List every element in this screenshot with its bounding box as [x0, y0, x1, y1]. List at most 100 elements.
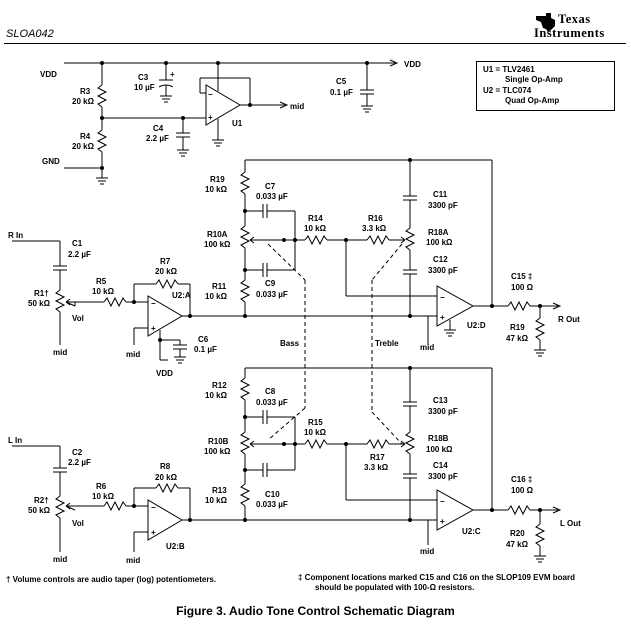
label-vdd-bottom: VDD: [156, 369, 173, 378]
label-c2-val: 2.2 µF: [68, 458, 91, 467]
footnote-c15-c16-line2: should be populated with 100-Ω resistors…: [315, 583, 475, 592]
label-vol-l: Vol: [72, 519, 84, 528]
label-c8: C8: [265, 387, 276, 396]
label-r4: R4: [80, 132, 91, 141]
label-u2d-plus: +: [440, 313, 445, 322]
label-vdd-left: VDD: [40, 70, 57, 79]
label-r8-val: 20 kΩ: [155, 473, 178, 482]
label-r5: R5: [96, 277, 107, 286]
label-r6: R6: [96, 482, 107, 491]
label-r14: R14: [308, 214, 323, 223]
label-r2-val: 50 kΩ: [28, 506, 51, 515]
label-r8: R8: [160, 462, 171, 471]
label-r11-val: 10 kΩ: [205, 292, 228, 301]
power-section: [64, 59, 399, 185]
label-r7: R7: [160, 257, 171, 266]
schematic-labels: VDD VDD GND R3 20 kΩ R4 20 kΩ C3 10 µF +…: [8, 60, 581, 565]
label-r19b-val: 47 kΩ: [506, 334, 529, 343]
label-u2b: U2:B: [166, 542, 185, 551]
label-c12-val: 3300 pF: [428, 266, 458, 275]
label-r-in: R In: [8, 231, 23, 240]
label-r11: R11: [212, 282, 227, 291]
logo-text-line1: Texas: [558, 12, 591, 26]
label-r19: R19: [210, 175, 225, 184]
label-c11: C11: [433, 190, 448, 199]
label-r12-val: 10 kΩ: [205, 391, 228, 400]
label-r18b: R18B: [428, 434, 449, 443]
label-c1-val: 2.2 µF: [68, 250, 91, 259]
label-r3: R3: [80, 87, 91, 96]
label-c10-val: 0.033 µF: [256, 500, 288, 509]
label-r6-val: 10 kΩ: [92, 492, 115, 501]
label-c15: C15 ‡: [511, 272, 532, 281]
label-c4-val: 2.2 µF: [146, 134, 169, 143]
label-r18b-val: 100 kΩ: [426, 445, 453, 454]
label-c16-val: 100 Ω: [511, 486, 534, 495]
label-u1: U1: [232, 119, 243, 128]
label-c13: C13: [433, 396, 448, 405]
label-r13-val: 10 kΩ: [205, 496, 228, 505]
label-r17: R17: [370, 453, 385, 462]
label-vdd-right: VDD: [404, 60, 421, 69]
label-c14: C14: [433, 461, 448, 470]
label-u2a-plus: +: [151, 324, 156, 333]
label-r5-val: 10 kΩ: [92, 287, 115, 296]
label-c12: C12: [433, 255, 448, 264]
label-c6-val: 0.1 µF: [194, 345, 217, 354]
label-c3-val: 10 µF: [134, 83, 155, 92]
label-mid-u2a: mid: [126, 350, 140, 359]
label-r14-val: 10 kΩ: [304, 224, 327, 233]
label-r1: R1†: [34, 289, 49, 298]
right-channel: [12, 158, 562, 445]
label-r10b: R10B: [208, 437, 229, 446]
header-rule: [4, 43, 626, 44]
label-mid-u2d: mid: [420, 343, 434, 352]
label-u2b-plus: +: [151, 528, 156, 537]
label-c15-val: 100 Ω: [511, 283, 534, 292]
label-u2d: U2:D: [467, 321, 486, 330]
label-mid-r1: mid: [53, 348, 67, 357]
label-c7: C7: [265, 182, 276, 191]
label-u2a: U2:A: [172, 291, 191, 300]
label-r3-val: 20 kΩ: [72, 97, 95, 106]
legend-u1-line1: U1 = TLV2461: [483, 65, 535, 74]
label-vol-r: Vol: [72, 314, 84, 323]
label-u2b-minus: −: [151, 503, 156, 512]
label-c1: C1: [72, 239, 83, 248]
label-c16: C16 ‡: [511, 475, 532, 484]
label-u2c: U2:C: [462, 527, 481, 536]
label-c8-val: 0.033 µF: [256, 398, 288, 407]
label-r17-val: 3.3 kΩ: [364, 463, 389, 472]
label-c13-val: 3300 pF: [428, 407, 458, 416]
footnote-c15-c16-line1: ‡ Component locations marked C15 and C16…: [298, 573, 575, 582]
label-r1-val: 50 kΩ: [28, 299, 51, 308]
label-l-in: L In: [8, 436, 22, 445]
label-r18a-val: 100 kΩ: [426, 238, 453, 247]
label-c3: C3: [138, 73, 149, 82]
label-gnd: GND: [42, 157, 60, 166]
label-u2c-plus: +: [440, 517, 445, 526]
label-mid-u2c: mid: [420, 547, 434, 556]
label-r13: R13: [212, 486, 227, 495]
label-r12: R12: [212, 381, 227, 390]
label-r10b-val: 100 kΩ: [204, 447, 231, 456]
label-r-out: R Out: [558, 315, 580, 324]
label-bass: Bass: [280, 339, 300, 348]
legend-u2-line1: U2 = TLC074: [483, 86, 532, 95]
label-r16-val: 3.3 kΩ: [362, 224, 387, 233]
logo-text-line2: Instruments: [534, 26, 605, 40]
label-u2d-minus: −: [440, 293, 445, 302]
label-treble: Treble: [375, 339, 399, 348]
label-c14-val: 3300 pF: [428, 472, 458, 481]
label-mid-u1: mid: [290, 102, 304, 111]
label-u2c-minus: −: [440, 497, 445, 506]
label-mid-u2b: mid: [126, 556, 140, 565]
label-c10: C10: [265, 490, 280, 499]
label-r15: R15: [308, 418, 323, 427]
label-r10a: R10A: [207, 230, 228, 239]
label-r7-val: 20 kΩ: [155, 267, 178, 276]
footnote-volume: † Volume controls are audio taper (log) …: [6, 575, 217, 584]
label-u1-plus: +: [208, 113, 213, 122]
label-r20: R20: [510, 529, 525, 538]
label-r10a-val: 100 kΩ: [204, 240, 231, 249]
